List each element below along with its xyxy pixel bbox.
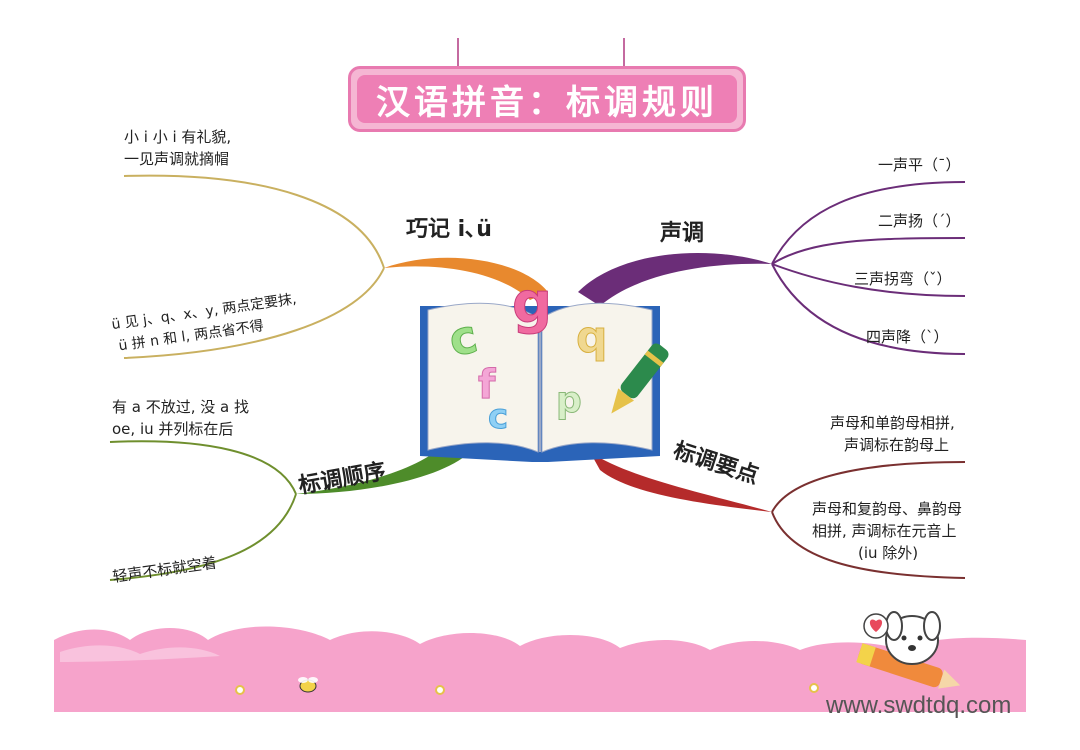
- leaf-tr-4: 四声降（ˋ）: [866, 328, 949, 346]
- heart-bubble-icon: [863, 613, 889, 639]
- leaf-lines-tl: [123, 174, 385, 359]
- watermark-text: www.swdtdq.com: [826, 692, 1012, 719]
- flower-icon-3: [809, 683, 819, 693]
- leaf-br-1-line1: 声母和单韵母相拼,: [830, 414, 955, 432]
- book-letter-p: p: [556, 380, 582, 421]
- leaf-tl-1-line1: 小 i 小 i 有礼貌,: [124, 128, 231, 146]
- leaf-tl-1-line2: 一见声调就摘帽: [124, 150, 229, 168]
- branch-label-tr: 声调: [659, 221, 704, 246]
- leaf-line-br-2: [771, 511, 966, 579]
- branch-label-br: 标调要点: [670, 437, 762, 489]
- leaf-line-tl-2: [123, 267, 385, 359]
- flower-icon: [235, 685, 245, 695]
- leaf-tr-1: 一声平（ˉ）: [878, 156, 961, 174]
- leaf-bl-1-line1: 有 a 不放过, 没 a 找: [112, 398, 249, 416]
- dog-mascot-icon: [856, 611, 961, 689]
- book-page-right: [541, 302, 653, 453]
- leaf-lines-tr: [771, 181, 966, 355]
- pen-icon: [611, 343, 669, 414]
- leaf-tr-2: 二声扬（ˊ）: [878, 212, 961, 230]
- leaf-br-2-line2: 相拼, 声调标在元音上: [812, 522, 957, 540]
- leaf-line-tr-2: [771, 237, 966, 265]
- title-banner: 汉语拼音：标调规则: [348, 66, 746, 132]
- leaf-lines-br: [771, 461, 966, 579]
- page-title: 汉语拼音：标调规则: [376, 82, 718, 123]
- book-letter-f: f: [478, 362, 496, 408]
- branch-shape-tr: [578, 252, 772, 306]
- title-inner: 汉语拼音：标调规则: [357, 75, 737, 123]
- leaf-bl-2: 轻声不标就空着: [111, 554, 217, 586]
- pink-cloud-footer: [54, 626, 1026, 712]
- leaf-line-tr-1: [771, 181, 966, 265]
- leaf-line-tr-3: [771, 263, 966, 297]
- leaf-tr-3: 三声拐弯（ˇ）: [854, 270, 952, 288]
- flower-icon-2: [435, 685, 445, 695]
- leaf-lines-bl: [109, 440, 297, 581]
- leaf-line-tl-1: [123, 174, 385, 269]
- branch-shape-tl: [384, 257, 548, 300]
- bee-icon: [298, 677, 318, 693]
- leaf-line-br-1: [771, 461, 966, 513]
- branch-label-tl: 巧记 i､ü: [406, 217, 492, 242]
- book-letter-e: c: [488, 397, 508, 437]
- leaf-line-bl-1: [109, 440, 297, 495]
- leaf-bl-1-line2: oe, iu 并列标在后: [112, 420, 233, 438]
- book-letter-g: g: [512, 271, 552, 336]
- leaf-br-2-line3: (iu 除外): [858, 544, 918, 562]
- book-illustration: c g q f c p: [420, 271, 669, 462]
- branch-shape-br: [590, 452, 772, 512]
- book-letter-q: q: [576, 312, 608, 363]
- pink-cloud-highlight: [60, 645, 220, 662]
- leaf-line-tr-4: [771, 263, 966, 355]
- leaf-br-2-line1: 声母和复韵母、鼻韵母: [812, 500, 962, 518]
- book-page-left: [427, 302, 539, 453]
- leaf-line-bl-2: [109, 493, 297, 581]
- leaf-br-1-line2: 声调标在韵母上: [844, 436, 949, 454]
- branch-label-bl: 标调顺序: [297, 458, 388, 499]
